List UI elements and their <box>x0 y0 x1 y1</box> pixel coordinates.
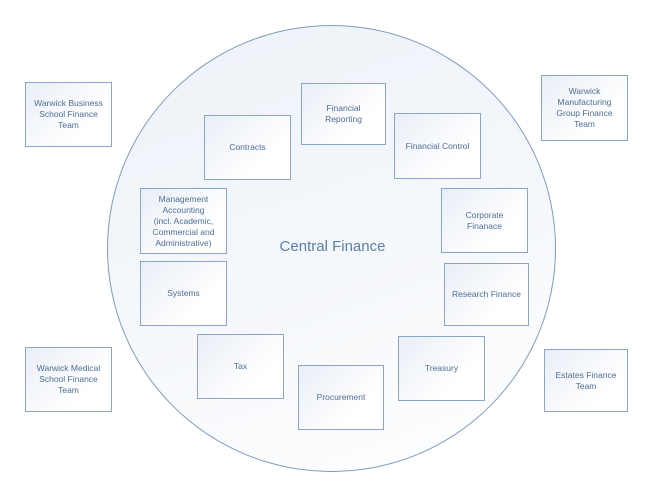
unit-label: Tax <box>233 361 248 371</box>
unit-label: Research Finance <box>452 289 521 299</box>
unit-label: Procurement <box>316 392 366 402</box>
unit-research-finance: Research Finance <box>444 263 529 326</box>
unit-procurement: Procurement <box>298 365 384 430</box>
unit-label: Financial Control <box>405 140 470 151</box>
team-warwick-business-school: Warwick Business School Finance Team <box>25 82 112 147</box>
unit-financial-reporting: Financial Reporting <box>301 83 386 145</box>
team-label: Estates Finance Team <box>555 369 617 391</box>
unit-label: Financial Reporting <box>325 103 362 124</box>
unit-systems: Systems <box>140 261 227 326</box>
team-warwick-manufacturing-group: Warwick Manufacturing Group Finance Team <box>541 75 628 141</box>
unit-label: Systems <box>167 288 200 298</box>
team-label: Warwick Business School Finance Team <box>34 98 103 130</box>
unit-corporate-finance: Corporate Finanace <box>441 188 528 253</box>
unit-treasury: Treasury <box>398 336 485 401</box>
unit-label: Corporate Finanace <box>465 209 504 231</box>
unit-financial-control: Financial Control <box>394 113 481 179</box>
unit-tax: Tax <box>197 334 284 399</box>
team-label: Warwick Medical School Finance Team <box>36 363 101 395</box>
unit-management-accounting: Management Accounting (incl. Academic, C… <box>140 188 227 254</box>
unit-label: Treasury <box>424 363 459 373</box>
unit-label: Contracts <box>229 142 266 152</box>
unit-label: Management Accounting (incl. Academic, C… <box>152 193 215 248</box>
team-warwick-medical-school: Warwick Medical School Finance Team <box>25 347 112 412</box>
team-estates-finance: Estates Finance Team <box>544 349 628 412</box>
central-finance-label: Central Finance <box>279 238 386 255</box>
unit-contracts: Contracts <box>204 115 291 180</box>
team-label: Warwick Manufacturing Group Finance Team <box>556 86 613 129</box>
